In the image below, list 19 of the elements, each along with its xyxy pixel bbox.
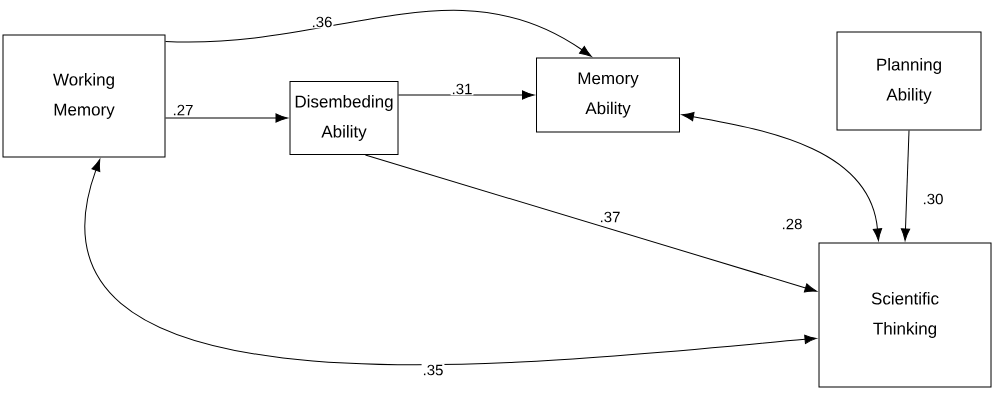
arrow [364,154,817,293]
variable-box: Memory Ability [536,57,680,133]
arrow [681,112,883,241]
edge-label: .28 [780,217,804,231]
variable-box: Planning Ability [836,31,982,131]
edge-label: .31 [450,82,474,96]
variable-box: Scientific Thinking [818,242,992,388]
edge-label: .37 [598,210,622,224]
edge-label: .30 [921,192,945,206]
arrow [84,159,817,366]
variable-box: Disembeding Ability [289,81,399,155]
edge-label: .36 [310,15,334,29]
arrow [398,90,535,100]
variable-box: Working Memory [2,34,166,158]
arrow [900,130,911,241]
arrow [165,9,592,57]
arrow [165,113,288,123]
edge-label: .35 [421,363,445,377]
edge-label: .27 [171,103,195,117]
